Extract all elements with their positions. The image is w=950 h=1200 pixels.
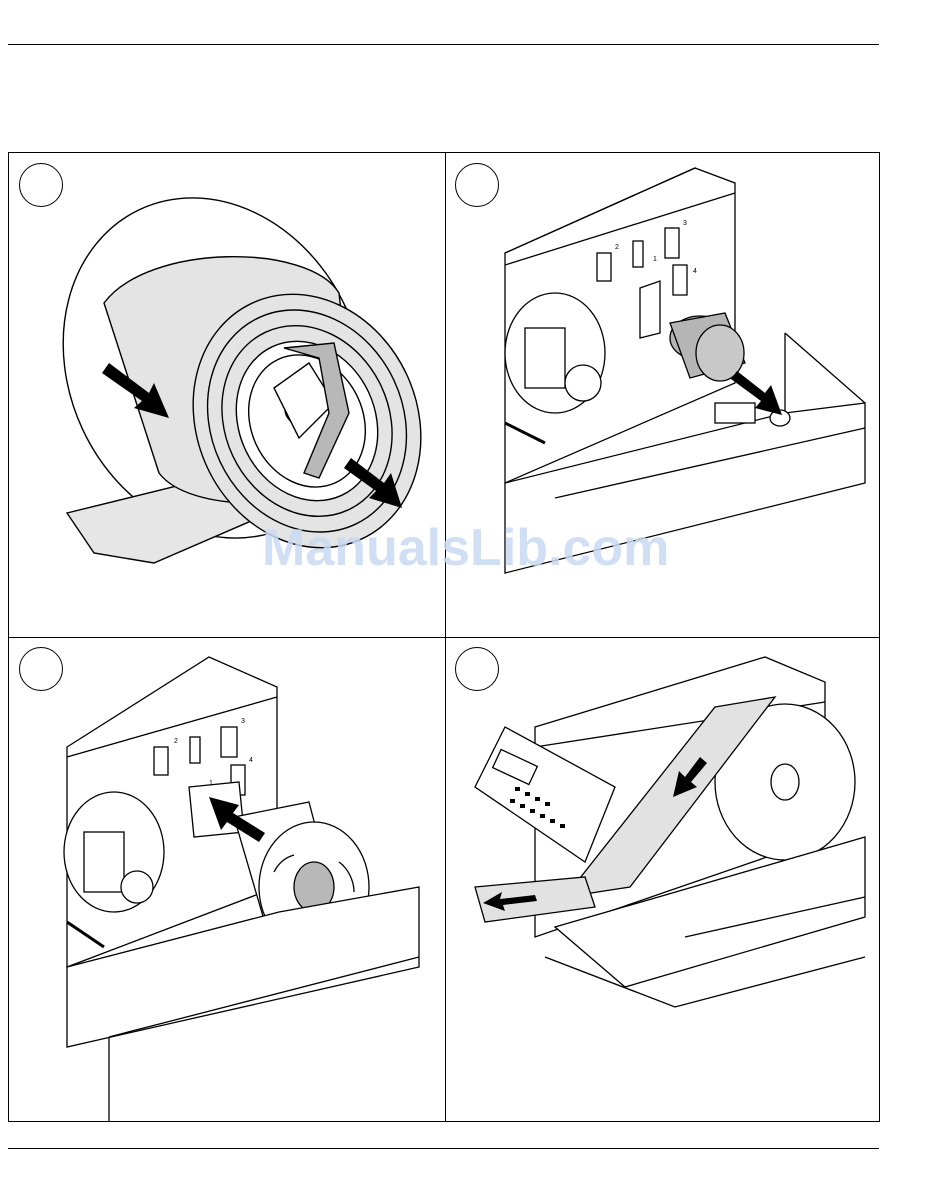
footer-rule [8,1148,879,1149]
slot-label-2: 2 [615,244,619,251]
threading-media-illustration [445,637,881,1121]
slot-label-1: 1 [653,256,657,263]
slot-label-3: 3 [241,718,245,725]
watermark: ManualsLib.com [262,518,669,578]
panel-step-3: 2 1 3 4 [9,637,445,1121]
slot-label-2: 2 [174,738,178,745]
slot-label-3: 3 [683,220,687,227]
load-roll-illustration: 2 1 3 4 [9,637,445,1121]
slot-label-4: 4 [249,757,253,764]
step-number-circle [455,163,499,207]
step-number-circle [455,647,499,691]
slot-label-4: 4 [693,268,697,275]
panel-step-4 [445,637,881,1121]
slot-label-1: 1 [209,780,213,787]
header-rule [8,44,879,45]
step-number-circle [19,647,63,691]
instruction-figure-grid: 2 1 3 4 [8,152,880,1122]
step-number-circle [19,163,63,207]
